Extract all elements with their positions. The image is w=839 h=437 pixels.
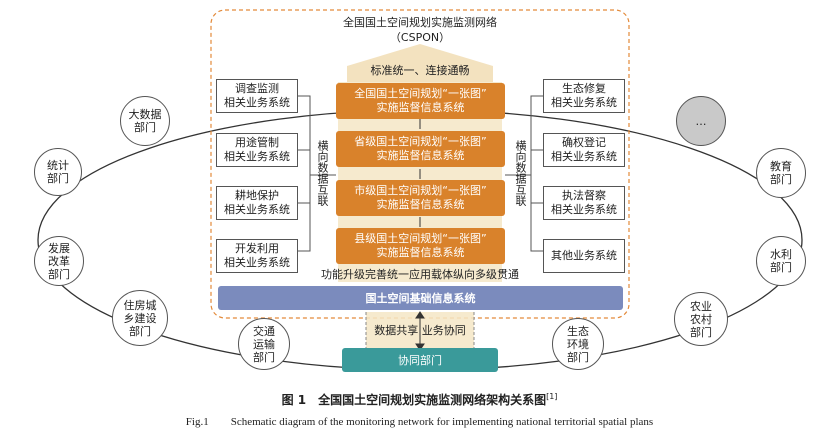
left-box-use-control: 用途管制 相关业务系统	[216, 133, 298, 167]
caption-text: 图 1 全国国土空间规划实施监测网络架构关系图	[281, 393, 547, 407]
circle-ecology: 生态 环境 部门	[552, 318, 604, 370]
circle-development-reform: 发展 改革 部门	[34, 236, 84, 286]
foundation-system-label: 国土空间基础信息系统	[365, 292, 476, 305]
circle-more: …	[676, 96, 726, 146]
standard-label: 标准统一、连接通畅	[370, 64, 470, 77]
network-title-abbr: （CSPON）	[389, 31, 451, 44]
right-box-eco-restore: 生态修复 相关业务系统	[543, 79, 625, 113]
figure-caption-cn: 图 1 全国国土空间规划实施监测网络架构关系图[1]	[0, 391, 839, 408]
circle-statistics: 统计 部门	[34, 148, 82, 196]
right-horizontal-link-label: 横向数据互联	[514, 140, 527, 206]
function-upgrade-label: 功能升级完善统一应用载体纵向多级贯通	[321, 268, 519, 281]
circle-housing: 住房城 乡建设 部门	[112, 290, 168, 346]
right-box-registration: 确权登记 相关业务系统	[543, 133, 625, 167]
coop-department-bar: 协同部门	[342, 348, 498, 372]
upward-arrow	[347, 44, 493, 82]
national-system-box: 全国国土空间规划“一张图” 实施监督信息系统	[336, 83, 505, 119]
right-box-other: 其他业务系统	[543, 239, 625, 273]
left-box-farmland: 耕地保护 相关业务系统	[216, 186, 298, 220]
figure-caption-en: Fig.1 Schematic diagram of the monitorin…	[185, 416, 654, 428]
network-title: 全国国土空间规划实施监测网络	[343, 16, 497, 29]
right-box-enforcement: 执法督察 相关业务系统	[543, 186, 625, 220]
circle-big-data: 大数据 部门	[120, 96, 170, 146]
circle-education: 教育 部门	[756, 148, 806, 198]
county-system-box: 县级国土空间规划“一张图” 实施监督信息系统	[336, 228, 505, 264]
left-box-development: 开发利用 相关业务系统	[216, 239, 298, 273]
circle-agriculture: 农业 农村 部门	[674, 292, 728, 346]
caption-ref: [1]	[546, 392, 558, 401]
circle-transport: 交通 运输 部门	[238, 318, 290, 370]
city-system-box: 市级国土空间规划“一张图” 实施监督信息系统	[336, 180, 505, 216]
left-horizontal-link-label: 横向数据互联	[316, 140, 329, 206]
coop-department-label: 协同部门	[398, 354, 442, 367]
data-share-label: 数据共享 业务协同	[374, 324, 466, 337]
foundation-system-bar: 国土空间基础信息系统	[218, 286, 623, 310]
provincial-system-box: 省级国土空间规划“一张图” 实施监督信息系统	[336, 131, 505, 167]
left-box-survey: 调查监测 相关业务系统	[216, 79, 298, 113]
circle-water: 水利 部门	[756, 236, 806, 286]
